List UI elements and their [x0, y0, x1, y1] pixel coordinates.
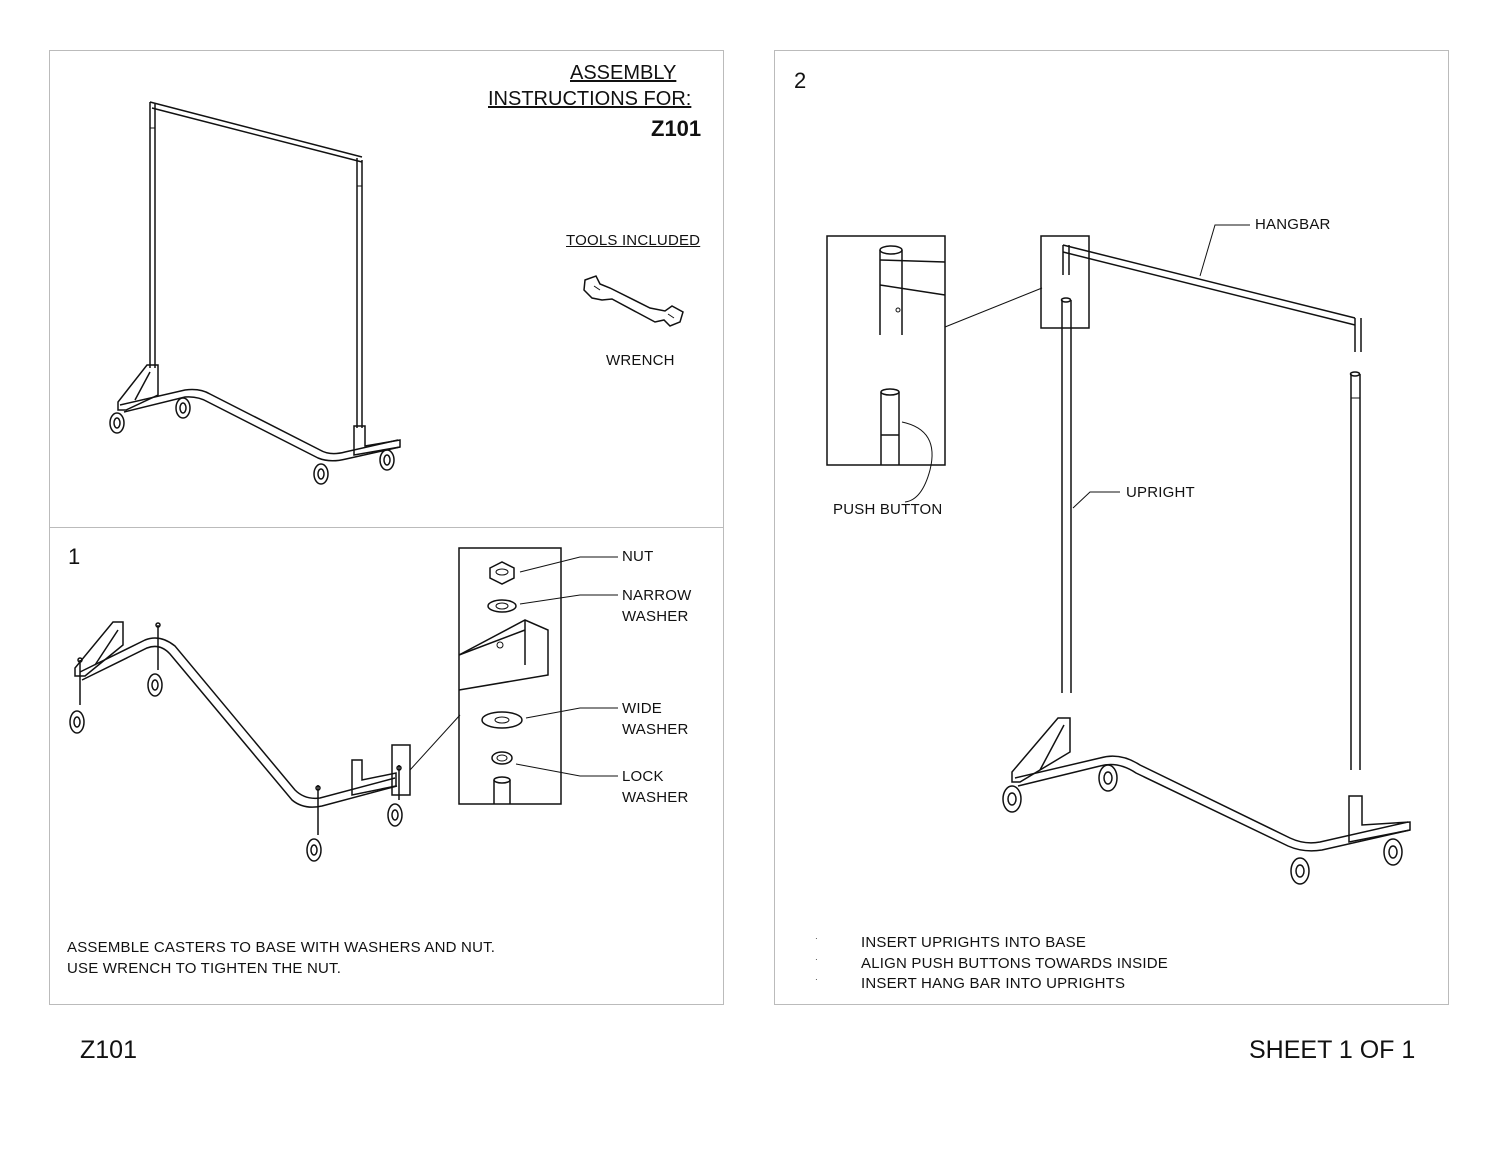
label-wide-washer-1: WIDE — [622, 700, 662, 717]
wrench-label: WRENCH — [606, 352, 675, 369]
step2-bullet-1: INSERT UPRIGHTS INTO BASE — [861, 934, 1087, 951]
step1-base-drawing — [69, 621, 461, 862]
step2-number: 2 — [794, 68, 807, 93]
step1-instruction-2: USE WRENCH TO TIGHTEN THE NUT. — [67, 960, 342, 977]
label-push-button: PUSH BUTTON — [833, 501, 943, 518]
step1-detail-box — [458, 547, 618, 805]
label-lock-washer-2: WASHER — [622, 789, 689, 806]
step2-rack-drawing — [1002, 224, 1411, 885]
wrench-icon — [583, 275, 684, 327]
step2-detail-box — [826, 235, 1043, 503]
tools-heading: TOOLS INCLUDED — [566, 232, 701, 249]
step1-panel — [49, 527, 724, 1005]
label-narrow-washer-1: NARROW — [622, 587, 692, 604]
bullet-dot: · — [815, 955, 818, 964]
footer-model: Z101 — [80, 1036, 137, 1064]
step2-bullet-3: INSERT HANG BAR INTO UPRIGHTS — [861, 975, 1126, 992]
bullet-dot: · — [815, 934, 818, 943]
title-model: Z101 — [651, 116, 702, 141]
label-lock-washer-1: LOCK — [622, 768, 664, 785]
footer-sheet: SHEET 1 OF 1 — [1249, 1036, 1416, 1064]
step1-number: 1 — [68, 544, 81, 569]
step1-instruction-1: ASSEMBLE CASTERS TO BASE WITH WASHERS AN… — [67, 939, 496, 956]
assembled-rack-drawing — [109, 101, 401, 485]
step2-panel — [774, 50, 1449, 1005]
title-line2: INSTRUCTIONS FOR: — [488, 88, 692, 110]
label-nut: NUT — [622, 548, 654, 565]
label-wide-washer-2: WASHER — [622, 721, 689, 738]
label-hangbar: HANGBAR — [1255, 216, 1331, 233]
label-upright: UPRIGHT — [1126, 484, 1195, 501]
label-narrow-washer-2: WASHER — [622, 608, 689, 625]
bullet-dot: · — [815, 975, 818, 984]
title-line1: ASSEMBLY — [570, 62, 677, 84]
step2-bullet-2: ALIGN PUSH BUTTONS TOWARDS INSIDE — [861, 955, 1168, 972]
